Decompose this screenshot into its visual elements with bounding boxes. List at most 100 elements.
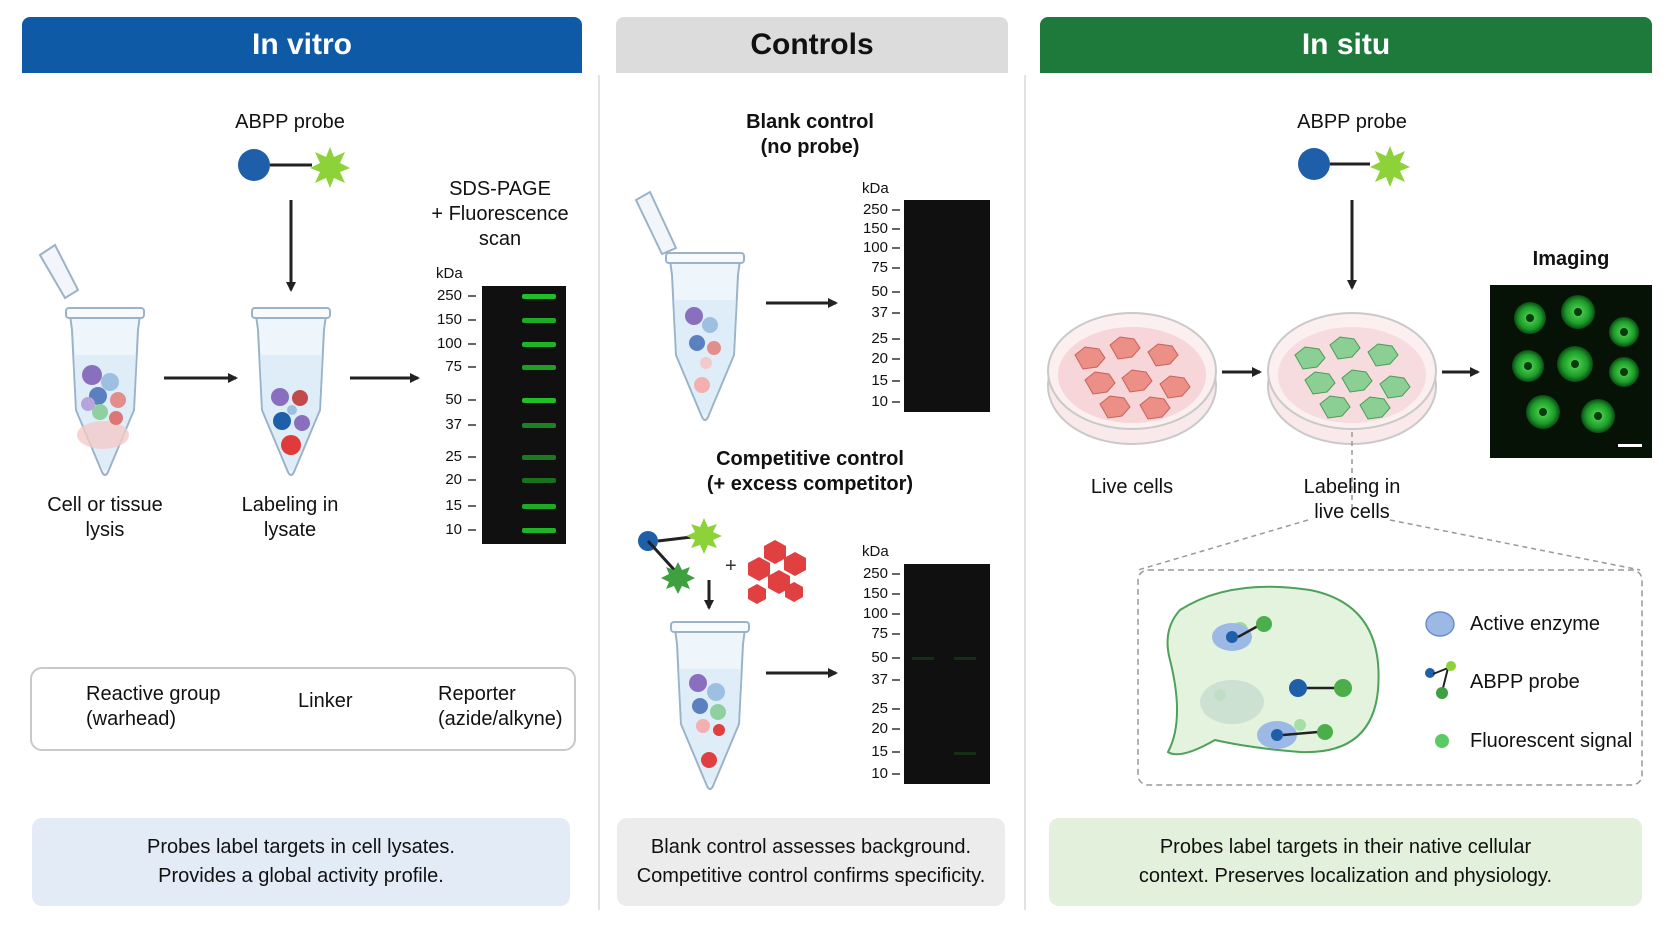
in-vitro-summary-line2: Provides a global activity profile. (158, 865, 444, 887)
live-cells-dish (1047, 312, 1217, 445)
gel3-marker-100: 100 (862, 605, 888, 622)
competitor-bound-probe (638, 518, 722, 594)
gel2-marker-150: 150 (862, 220, 888, 237)
gel1-band-15 (522, 504, 556, 509)
abpp-probe-icon-in-situ (1298, 146, 1410, 187)
blank-control-title-line1: Blank control (746, 111, 874, 133)
labeling-tube (251, 307, 331, 476)
divider-right (1024, 75, 1026, 910)
lysis-label-line2: lysis (85, 519, 125, 541)
gel3-marker-75: 75 (871, 625, 888, 642)
legend-linker-label: Linker (298, 690, 353, 712)
labeling-live-cells-label: Labeling in live cells (1282, 475, 1422, 525)
in-vitro-gel-bands (522, 294, 556, 533)
legend-reactive-label: Reactive group (warhead) (86, 682, 221, 732)
labeling-lysate-line1: Labeling in (241, 494, 339, 516)
labeling-lysate-label: Labeling in lysate (220, 493, 360, 543)
blank-control-title: Blank control (no probe) (700, 110, 920, 160)
controls-summary-line1: Blank control assesses background. (650, 836, 972, 858)
competitive-gel-ticks (892, 573, 900, 775)
abpp-probe-label-in-situ: ABPP probe (1297, 111, 1407, 133)
gel-title: SDS-PAGE + Fluorescence scan (420, 177, 580, 252)
gel3-marker-250: 250 (862, 565, 888, 582)
in-vitro-summary: Probes label targets in cell lysates. Pr… (32, 818, 570, 906)
competitive-control-title: Competitive control (+ excess competitor… (680, 447, 940, 497)
controls-summary-line2: Competitive control confirms specificity… (636, 865, 986, 887)
competitive-control-gel (904, 564, 990, 784)
gel1-marker-150: 150 (436, 311, 462, 328)
gel1-band-150 (522, 318, 556, 323)
in-vitro-gel (482, 286, 566, 544)
gel1-marker-50: 50 (445, 391, 462, 408)
gel3-marker-37: 37 (871, 671, 888, 688)
gel3-unit: kDa (862, 543, 889, 560)
inset-legend-fluorescent-signal: Fluorescent signal (1470, 730, 1633, 752)
labeling-live-cells-dish (1267, 312, 1437, 445)
gel2-marker-37: 37 (871, 304, 888, 321)
gel2-marker-25: 25 (871, 330, 888, 347)
gel-title-line3: scan (478, 228, 522, 250)
legend-reactive-line2: (warhead) (86, 708, 177, 730)
blank-gel-ticks (892, 209, 900, 403)
inset-legend-abpp-probe: ABPP probe (1470, 671, 1580, 693)
labeling-lysate-line2: lysate (263, 519, 317, 541)
gel2-marker-75: 75 (871, 259, 888, 276)
gel1-marker-20: 20 (445, 471, 462, 488)
gel2-unit: kDa (862, 180, 889, 197)
gel1-marker-75: 75 (445, 358, 462, 375)
competitive-control-title-line2: (+ excess competitor) (706, 473, 914, 495)
in-vitro-header: In vitro (22, 17, 582, 73)
gel3-marker-20: 20 (871, 720, 888, 737)
legend-reporter-label: Reporter (azide/alkyne) (438, 682, 563, 732)
component-legend (30, 667, 576, 751)
gel1-band-100 (522, 342, 556, 347)
blank-control-tube (634, 190, 745, 421)
inset-legend-active-enzyme: Active enzyme (1470, 613, 1601, 635)
legend-reporter-line2: (azide/alkyne) (438, 708, 563, 730)
legend-reporter-line1: Reporter (438, 683, 516, 705)
gel1-band-20 (522, 478, 556, 483)
gel3-marker-10: 10 (871, 765, 888, 782)
in-vitro-summary-line1: Probes label targets in cell lysates. (147, 836, 455, 858)
gel3-marker-25: 25 (871, 700, 888, 717)
gel1-marker-10: 10 (445, 521, 462, 538)
gel1-marker-15: 15 (445, 497, 462, 514)
legend-reactive-line1: Reactive group (86, 683, 221, 705)
gel2-marker-10: 10 (871, 393, 888, 410)
imaging-label: Imaging (1532, 248, 1610, 270)
gel1-band-10 (522, 528, 556, 533)
gel1-marker-37: 37 (445, 416, 462, 433)
in-situ-summary: Probes label targets in their native cel… (1049, 818, 1642, 906)
gel1-band-250 (522, 294, 556, 299)
gel1-marker-250: 250 (436, 287, 462, 304)
gel1-unit: kDa (436, 265, 463, 282)
abpp-probe-legend-icon (1425, 661, 1456, 699)
fluorescent-signal-icon (1435, 734, 1449, 748)
gel2-marker-100: 100 (862, 239, 888, 256)
gel-title-line1: SDS-PAGE (449, 178, 551, 200)
divider-left (598, 75, 600, 910)
gel3-marker-15: 15 (871, 743, 888, 760)
blank-control-gel (904, 200, 990, 412)
scale-bar (1618, 444, 1642, 447)
controls-summary: Blank control assesses background. Compe… (617, 818, 1005, 906)
lysis-label: Cell or tissue lysis (30, 493, 180, 543)
gel1-band-37 (522, 423, 556, 428)
gel-title-line2: + Fluorescence (431, 203, 569, 225)
excess-competitor (748, 540, 806, 604)
gel2-marker-20: 20 (871, 350, 888, 367)
live-cells-label: Live cells (1090, 476, 1174, 498)
competitive-control-title-line1: Competitive control (716, 448, 904, 470)
gel1-marker-100: 100 (436, 335, 462, 352)
gel1-marker-25: 25 (445, 448, 462, 465)
inset-cell (1166, 585, 1380, 756)
gel2-marker-15: 15 (871, 372, 888, 389)
lysis-tube (38, 243, 145, 476)
in-situ-summary-line1: Probes label targets in their native cel… (1159, 836, 1532, 858)
gel1-band-25 (522, 455, 556, 460)
in-situ-header: In situ (1040, 17, 1652, 73)
gel2-marker-50: 50 (871, 283, 888, 300)
active-enzyme-icon (1425, 611, 1455, 637)
competitive-control-tube (670, 621, 750, 790)
